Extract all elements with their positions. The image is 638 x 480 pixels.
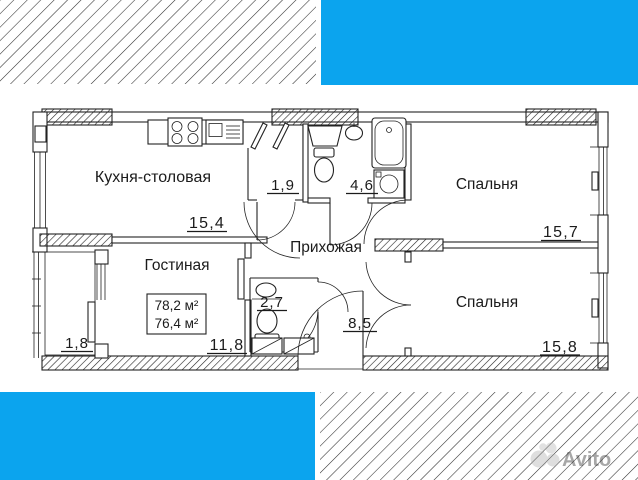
top-wall-hatched-block: [525, 108, 597, 126]
watermark-logo-circle: [546, 453, 560, 467]
wall-segment: [404, 347, 412, 357]
stove-icon: [167, 117, 203, 147]
bathroom-room: [302, 117, 412, 246]
wall-segment: [404, 251, 412, 263]
bottom-wall: [41, 355, 299, 371]
wall-segment: [244, 242, 252, 259]
window-bedroom-bottom: [590, 272, 608, 344]
entrance-door: [297, 290, 364, 357]
bathroom-bottom-wall: [307, 197, 331, 204]
door-arc: [365, 261, 412, 306]
window-casement: [591, 171, 599, 191]
watermark-logo-circle: [545, 442, 557, 454]
wc-room: [249, 277, 349, 353]
bedroom-bottom-doors: [365, 251, 412, 357]
kitchen-fixtures: [147, 117, 244, 147]
mid-wall-segment: [442, 241, 599, 249]
watermark-logo-circle: [530, 450, 548, 468]
bathroom-left-wall: [302, 123, 309, 203]
right-wall-segment: [597, 111, 609, 148]
kitchen-door-arc: [243, 201, 301, 259]
top-wall-hatched-block: [271, 108, 359, 126]
wc-sink-icon: [255, 282, 277, 298]
room-label-living: Гостиная: [144, 257, 209, 274]
bedroom-top-door-arc: [363, 199, 409, 245]
area-box-frame: [146, 293, 207, 335]
room-label-hallway: Прихожая: [290, 239, 362, 256]
mid-wall: [39, 233, 599, 252]
top-wall-hatched-block: [41, 108, 113, 126]
area-bathroom: 4,6: [350, 177, 374, 194]
blue-corner-top-right: [321, 0, 638, 85]
area-living: 11,8: [210, 337, 245, 354]
mid-wall-segment: [111, 236, 268, 244]
balcony-door-leaf: [87, 301, 96, 343]
area-balcony: 1,8: [65, 335, 89, 352]
living-room-wall: [237, 242, 252, 357]
toilet-icon: [313, 147, 335, 183]
bathtub-icon: [371, 117, 407, 169]
outer-walls: [32, 108, 609, 371]
room-labels: Кухня-столовая 15,4 1,9 4,6 Спальня 15,7…: [61, 169, 581, 356]
window-bedroom-top: [590, 146, 608, 216]
room-label-bedroom-bottom: Спальня: [456, 294, 518, 311]
area-kitchen: 15,4: [189, 215, 225, 232]
vent-shaft: [34, 125, 47, 143]
open-closet-door-leaf: [272, 122, 290, 150]
balcony-room: [44, 249, 109, 359]
washing-machine-icon: [373, 169, 405, 199]
mid-wall-hatched-block: [39, 233, 113, 247]
window-kitchen: [33, 151, 47, 229]
watermark-logo-circle: [539, 443, 547, 451]
area-storage: 1,9: [271, 177, 295, 194]
total-area-value: 78,2 м²: [155, 298, 199, 313]
bathroom-door-arc: [329, 202, 373, 246]
living-area-value: 76,4 м²: [155, 316, 199, 331]
right-wall-segment: [597, 214, 609, 274]
wall-segment: [244, 299, 252, 357]
wc-door-arc: [317, 281, 349, 313]
area-hallway: 8,5: [348, 315, 372, 332]
window-casement: [591, 298, 599, 318]
open-closet-door-leaf: [250, 122, 268, 150]
total-area-box: 78,2 м² 76,4 м²: [146, 293, 207, 335]
room-label-bedroom-top: Спальня: [456, 176, 518, 193]
avito-watermark: Avito: [530, 442, 611, 471]
room-label-kitchen: Кухня-столовая: [95, 169, 211, 186]
round-sink-icon: [344, 125, 364, 141]
area-bedroom-bottom: 15,8: [542, 339, 578, 356]
bottom-wall: [362, 355, 609, 371]
storage-door-arc: [256, 201, 296, 241]
door-arc: [365, 304, 412, 349]
hatch-corner-bottom-right: [320, 392, 638, 480]
washbasin-icon: [307, 125, 343, 147]
kitchen-sink-icon: [205, 119, 244, 145]
living-door-leaf: [237, 258, 245, 300]
wall-segment: [94, 343, 109, 359]
mid-wall-hatched-block: [374, 238, 444, 252]
balcony-window: [96, 264, 106, 300]
hatch-corner-top-left: [0, 0, 316, 84]
area-wc: 2,7: [260, 294, 284, 311]
area-bedroom-top: 15,7: [543, 224, 579, 241]
blue-corner-bottom-left: [0, 392, 315, 480]
entrance-door-arc: [297, 290, 364, 357]
balcony-glazing: [32, 251, 41, 358]
wall-segment: [94, 249, 109, 265]
watermark-text: Avito: [562, 449, 611, 471]
floorplan: Кухня-столовая 15,4 1,9 4,6 Спальня 15,7…: [32, 108, 609, 371]
